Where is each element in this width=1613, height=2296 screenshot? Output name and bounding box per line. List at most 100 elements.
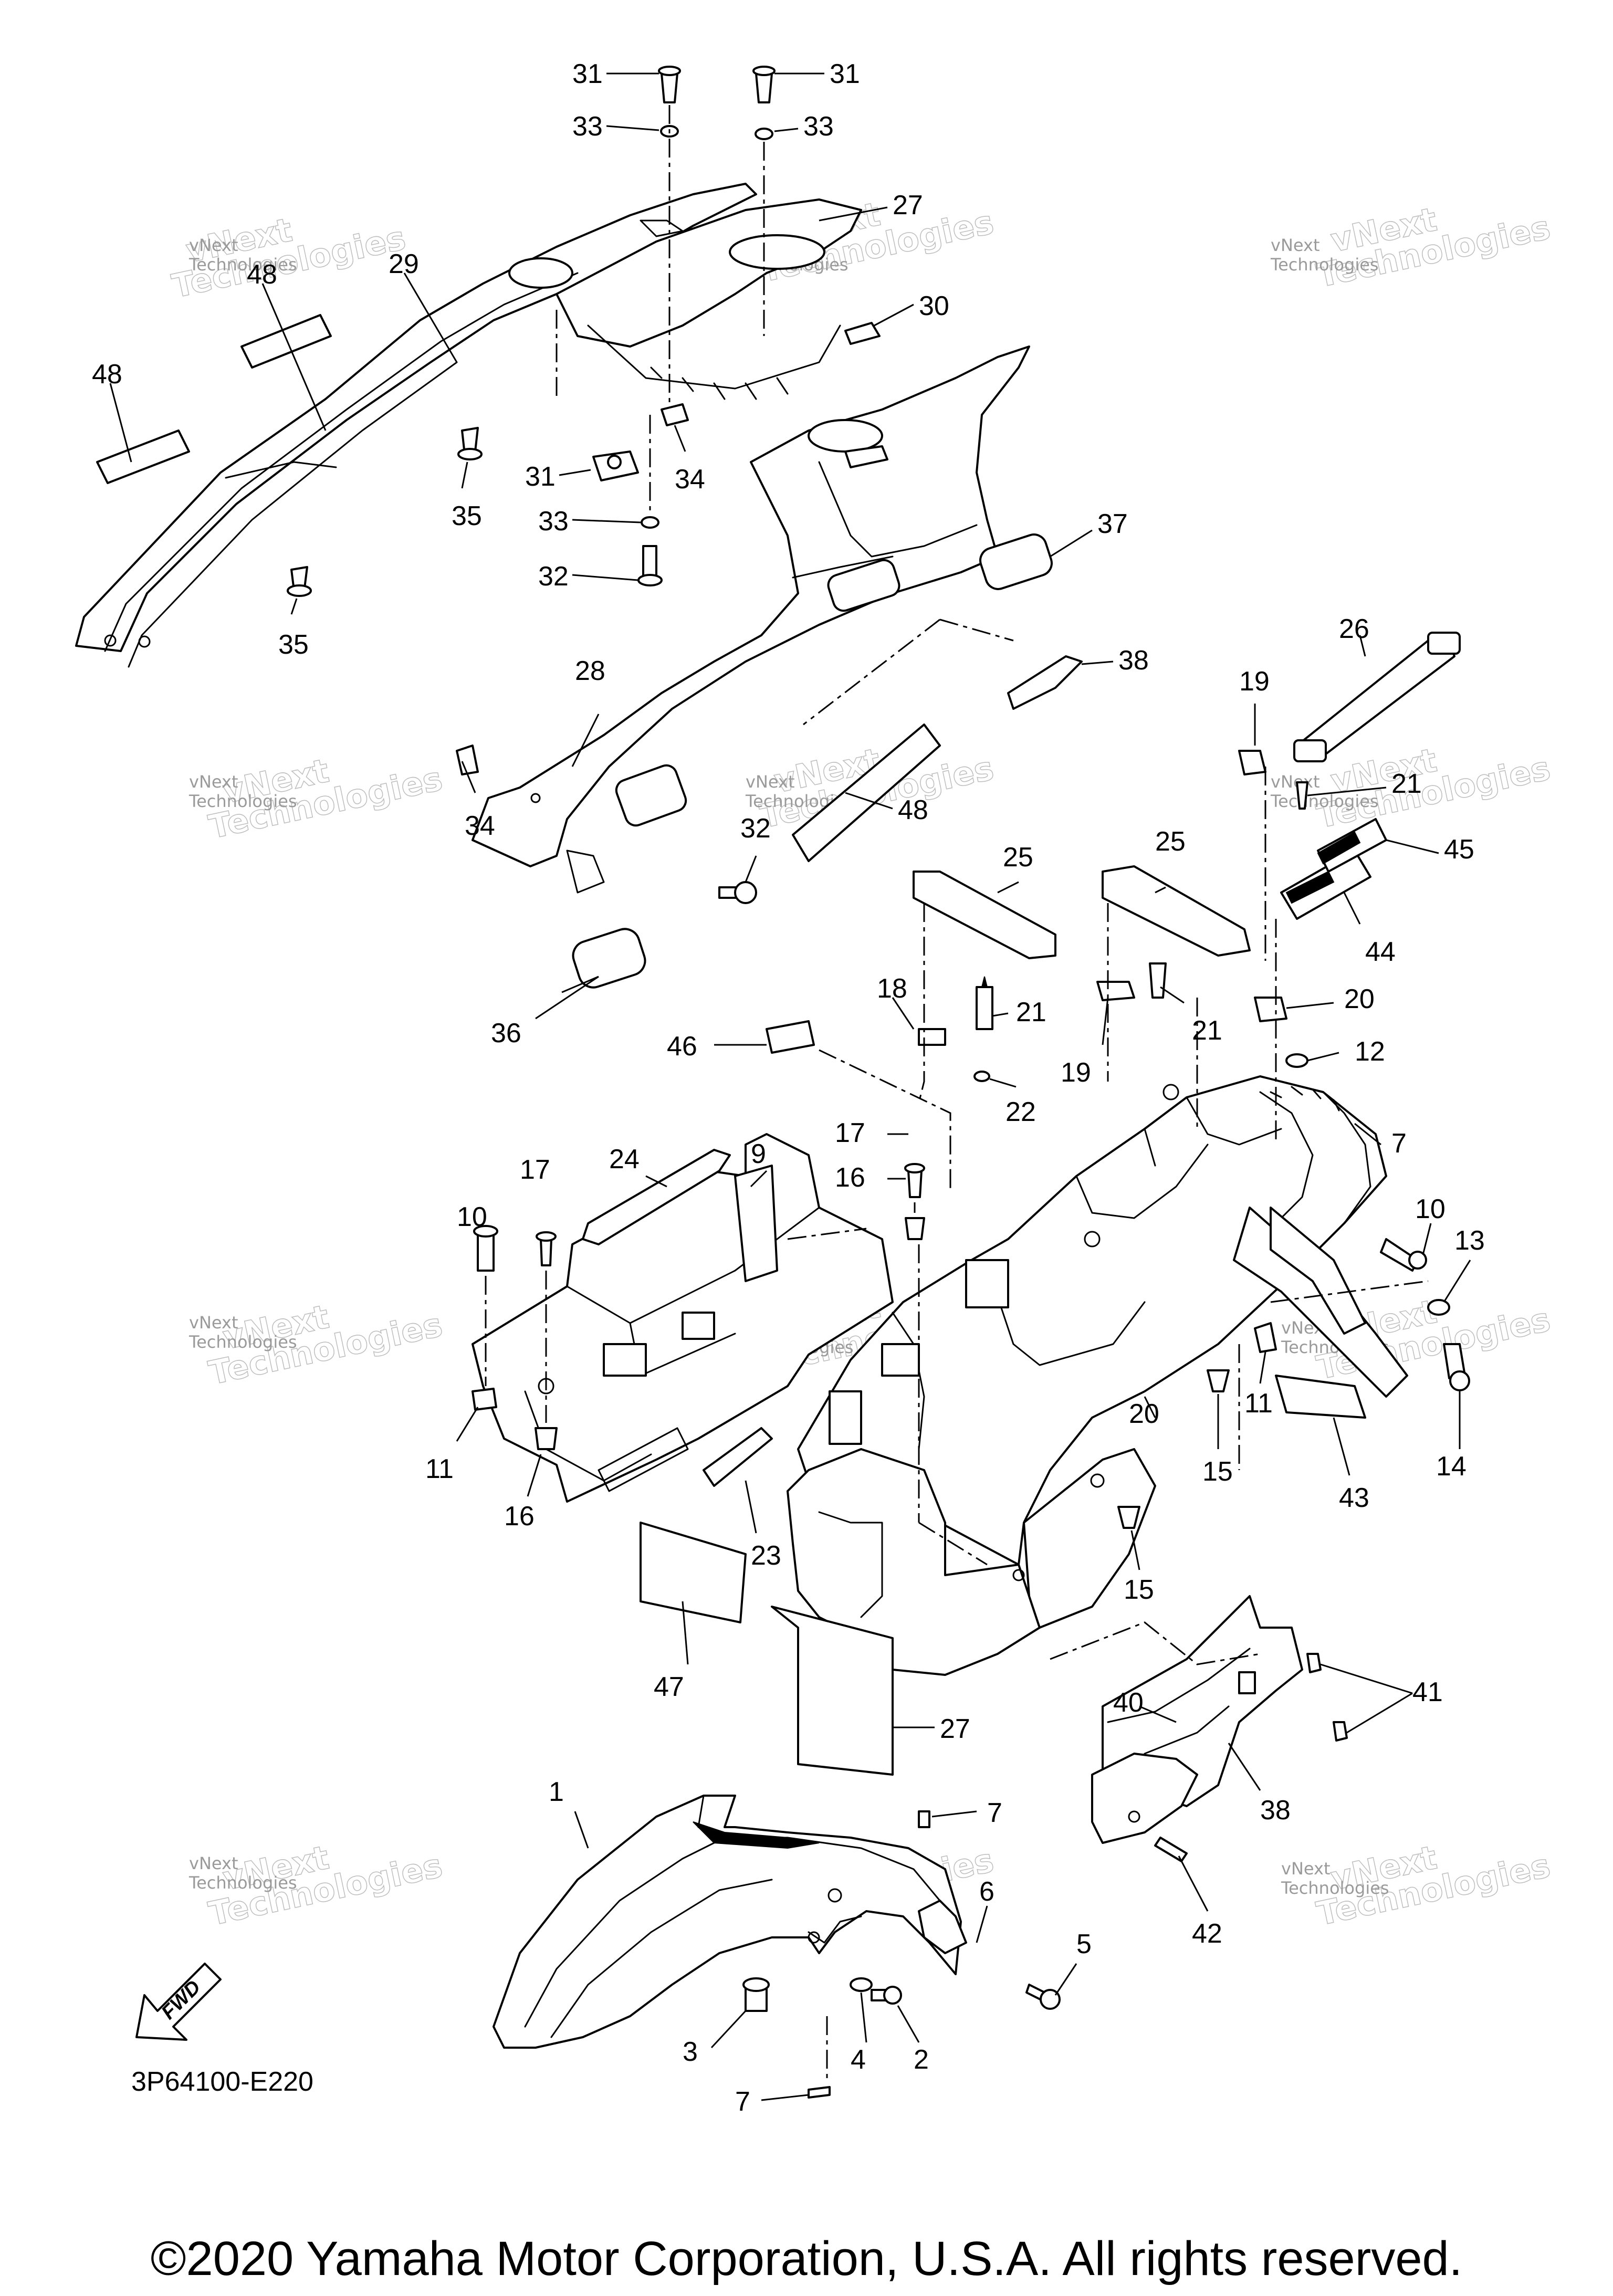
labels-43-47-27 bbox=[640, 1375, 1366, 1776]
callout-22: 22 bbox=[1005, 1097, 1036, 1127]
callout-23: 23 bbox=[751, 1540, 781, 1571]
callout-34: 34 bbox=[675, 464, 705, 495]
fasteners-front bbox=[742, 1810, 1061, 2099]
svg-text:vNext: vNext bbox=[1271, 235, 1319, 255]
callout-27: 27 bbox=[940, 1714, 970, 1744]
callout-6: 6 bbox=[979, 1876, 994, 1907]
straps-23-24 bbox=[582, 1149, 773, 1487]
callout-31: 31 bbox=[525, 462, 556, 492]
watermark-text: vNext bbox=[189, 235, 238, 255]
svg-text:vNext: vNext bbox=[189, 1313, 238, 1333]
callout-25: 25 bbox=[1003, 842, 1033, 873]
callout-16: 16 bbox=[835, 1162, 865, 1193]
callout-35: 35 bbox=[278, 630, 309, 660]
callout-5: 5 bbox=[1076, 1929, 1092, 1959]
svg-text:vNext: vNext bbox=[746, 772, 794, 792]
callout-25: 25 bbox=[1155, 826, 1186, 857]
callout-leaders bbox=[109, 72, 1471, 2101]
labels-44-45 bbox=[1280, 818, 1387, 920]
callout-17: 17 bbox=[835, 1118, 865, 1148]
callout-33: 33 bbox=[572, 111, 603, 142]
callout-19: 19 bbox=[1239, 666, 1270, 697]
callout-14: 14 bbox=[1436, 1451, 1467, 1482]
callout-numbers: 31 33 31 33 27 30 29 48 48 31 34 35 33 3… bbox=[92, 59, 1485, 2117]
part-1-front-fender bbox=[493, 1795, 967, 2049]
assembly-lines-upper bbox=[556, 105, 1266, 961]
callout-7: 7 bbox=[987, 1798, 1002, 1828]
fasteners-right bbox=[1254, 1238, 1470, 1391]
part-30-side-rail-cover bbox=[75, 183, 757, 668]
part-8-rear-fender bbox=[787, 1075, 1408, 1676]
callout-15: 15 bbox=[1124, 1575, 1154, 1605]
part-29-side-cover bbox=[472, 345, 1030, 894]
callout-38: 38 bbox=[1118, 645, 1149, 676]
callout-48: 48 bbox=[898, 795, 928, 825]
straps-25-26 bbox=[913, 632, 1461, 959]
callout-37: 37 bbox=[1097, 509, 1128, 539]
part-9-battery-box bbox=[472, 1133, 894, 1503]
callout-21: 21 bbox=[1391, 769, 1422, 799]
callout-33: 33 bbox=[538, 506, 569, 537]
callout-16: 16 bbox=[504, 1501, 535, 1532]
fasteners-left bbox=[472, 1163, 925, 1450]
callout-48: 48 bbox=[247, 259, 277, 290]
callout-28: 27 bbox=[893, 190, 923, 221]
callout-35: 35 bbox=[452, 501, 482, 531]
callout-24: 24 bbox=[609, 1144, 640, 1175]
callout-9: 9 bbox=[751, 1139, 766, 1169]
svg-text:Technologies: Technologies bbox=[1281, 1878, 1389, 1898]
copyright-notice: ©2020 Yamaha Motor Corporation, U.S.A. A… bbox=[150, 2232, 1463, 2285]
callout-10: 10 bbox=[1415, 1194, 1446, 1224]
callout-13: 13 bbox=[1454, 1225, 1485, 1256]
part-48-labels bbox=[96, 314, 941, 862]
callout-21: 21 bbox=[1192, 1015, 1222, 1046]
callout-31: 30 bbox=[919, 291, 949, 321]
callout-20: 20 bbox=[1129, 1399, 1159, 1429]
callout-39: 38 bbox=[1260, 1795, 1291, 1826]
svg-text:vNext: vNext bbox=[1271, 772, 1319, 792]
part-28-tail-cover-top bbox=[556, 198, 862, 400]
callout-21: 21 bbox=[1016, 997, 1046, 1028]
callout-42: 42 bbox=[1192, 1918, 1222, 1949]
callout-47: 47 bbox=[654, 1672, 684, 1702]
part-37-36-38 bbox=[572, 533, 1083, 989]
callout-3: 3 bbox=[683, 2037, 698, 2067]
callout-48: 48 bbox=[92, 359, 122, 390]
part-46-label bbox=[766, 1020, 815, 1054]
callout-11: 11 bbox=[1244, 1388, 1273, 1419]
callout-40: 40 bbox=[1113, 1687, 1144, 1718]
callout-36: 36 bbox=[491, 1018, 521, 1049]
callout-4: 4 bbox=[851, 2045, 866, 2075]
callout-8: 7 bbox=[1391, 1128, 1407, 1159]
callout-32: 31 bbox=[572, 59, 603, 89]
part-39-40-tail-light bbox=[1091, 1595, 1348, 1862]
callout-33: 33 bbox=[803, 111, 834, 142]
svg-text:vNext: vNext bbox=[1281, 1859, 1330, 1879]
svg-text:Technologies: Technologies bbox=[188, 791, 297, 811]
svg-text:vNext: vNext bbox=[189, 1853, 238, 1873]
callout-7: 7 bbox=[735, 2087, 750, 2117]
fwd-arrow-icon: FWD bbox=[135, 1963, 222, 2041]
callout-30: 29 bbox=[389, 249, 419, 279]
svg-text:Technologies: Technologies bbox=[1270, 255, 1379, 275]
callout-46: 46 bbox=[667, 1031, 697, 1062]
callout-29: 28 bbox=[575, 656, 605, 686]
callout-41: 41 bbox=[1412, 1677, 1443, 1707]
small-parts-right bbox=[918, 750, 1308, 1082]
callout-44: 44 bbox=[1365, 937, 1396, 967]
callout-32: 31 bbox=[830, 59, 860, 89]
callout-18: 18 bbox=[877, 973, 907, 1004]
svg-text:Technologies: Technologies bbox=[188, 1332, 297, 1352]
callout-32: 32 bbox=[740, 813, 771, 844]
diagram-code: 3P64100-E220 bbox=[131, 2067, 313, 2097]
svg-text:Technologies: Technologies bbox=[188, 1873, 297, 1893]
callout-2: 2 bbox=[914, 2045, 929, 2075]
callout-45: 45 bbox=[1444, 834, 1474, 865]
callout-17: 17 bbox=[520, 1155, 550, 1185]
svg-text:vNext: vNext bbox=[189, 772, 238, 792]
fasteners-upper bbox=[287, 66, 888, 904]
callout-10: 10 bbox=[457, 1202, 487, 1232]
watermark-text: Technologies bbox=[188, 255, 297, 275]
callout-15: 15 bbox=[1202, 1456, 1233, 1487]
callout-20: 20 bbox=[1344, 984, 1375, 1014]
